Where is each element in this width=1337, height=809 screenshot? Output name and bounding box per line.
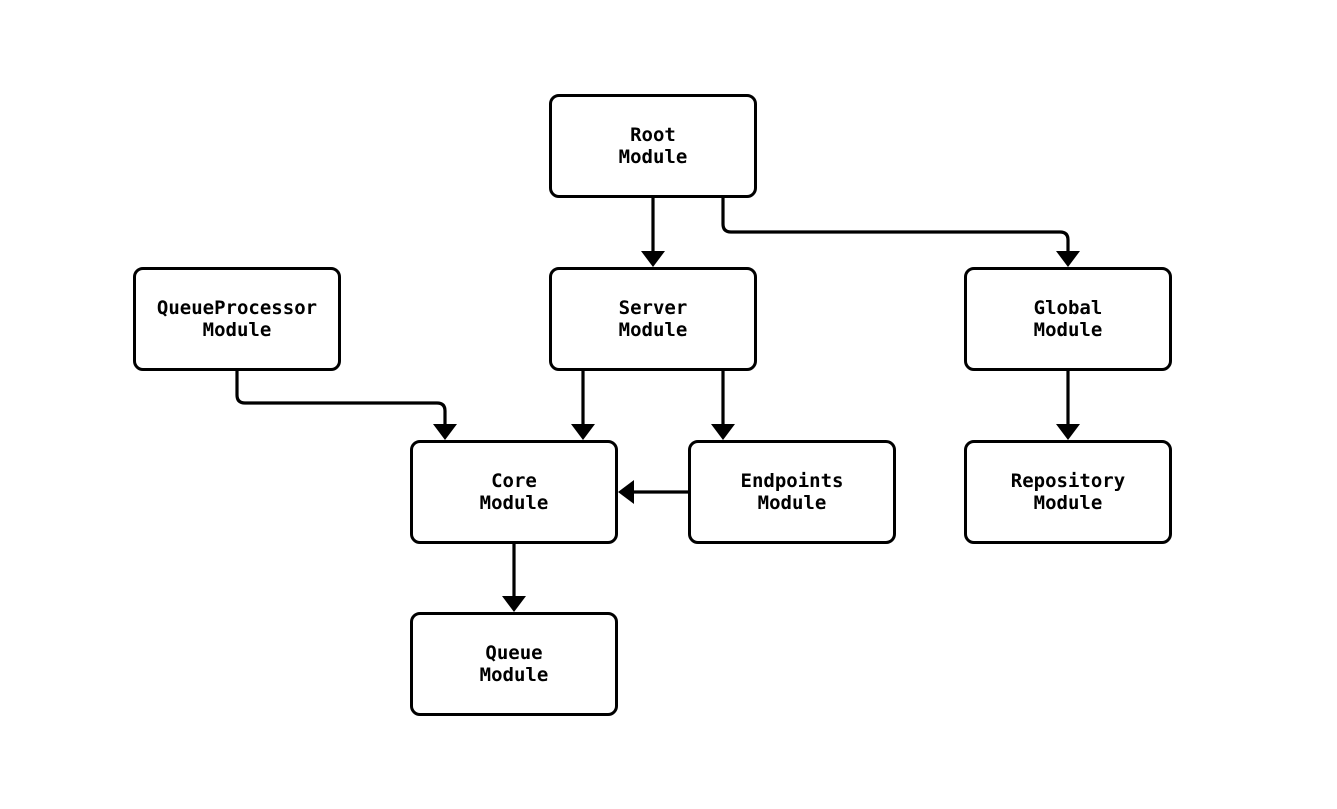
node-root-module: Root Module bbox=[549, 94, 757, 198]
node-label: Queue Module bbox=[479, 642, 549, 686]
node-core-module: Core Module bbox=[410, 440, 618, 544]
node-label: Server Module bbox=[618, 297, 688, 341]
node-label: Core Module bbox=[479, 470, 549, 514]
node-endpoints-module: Endpoints Module bbox=[688, 440, 896, 544]
arrowhead-server-to-endpoints bbox=[711, 424, 735, 440]
node-server-module: Server Module bbox=[549, 267, 757, 371]
node-queueprocessor-module: QueueProcessor Module bbox=[133, 267, 341, 371]
arrowhead-endpoints-to-core bbox=[618, 480, 634, 504]
arrowhead-core-to-queue bbox=[502, 596, 526, 612]
arrowhead-global-to-repository bbox=[1056, 424, 1080, 440]
node-label: Endpoints Module bbox=[740, 470, 844, 514]
node-queue-module: Queue Module bbox=[410, 612, 618, 716]
arrowhead-server-to-core bbox=[571, 424, 595, 440]
node-global-module: Global Module bbox=[964, 267, 1172, 371]
node-label: QueueProcessor Module bbox=[156, 297, 318, 341]
node-label: Root Module bbox=[618, 124, 688, 168]
edge-queueprocessor-to-core bbox=[235, 371, 447, 424]
node-repository-module: Repository Module bbox=[964, 440, 1172, 544]
arrowhead-root-to-server bbox=[641, 251, 665, 267]
edge-root-to-global bbox=[721, 198, 1070, 251]
arrowhead-root-to-global bbox=[1056, 251, 1080, 267]
node-label: Global Module bbox=[1033, 297, 1103, 341]
arrowhead-queueprocessor-to-core bbox=[433, 424, 457, 440]
node-label: Repository Module bbox=[1010, 470, 1126, 514]
